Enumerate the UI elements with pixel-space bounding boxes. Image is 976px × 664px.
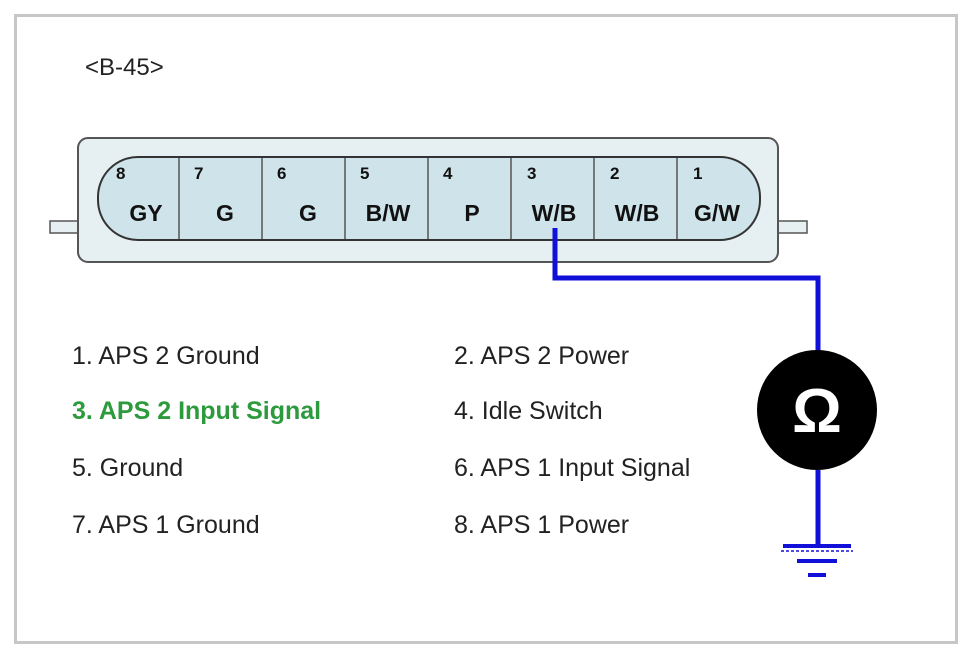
probe-wire-top — [552, 228, 821, 360]
legend-item-2: 2. APS 2 Power — [454, 342, 630, 370]
pin-3-number: 3 — [527, 164, 537, 183]
pin-1-color: G/W — [694, 200, 740, 226]
pin-3-color: W/B — [531, 200, 577, 226]
pin-7-number: 7 — [194, 164, 204, 183]
legend-item-1: 1. APS 2 Ground — [72, 342, 260, 370]
ground-icon — [781, 544, 853, 577]
connector-id-label: <B-45> — [85, 54, 164, 81]
legend-item-8: 8. APS 1 Power — [454, 511, 630, 539]
pin-5-color: B/W — [365, 200, 411, 226]
legend-item-7: 7. APS 1 Ground — [72, 511, 260, 539]
pin-4-number: 4 — [443, 164, 453, 183]
pin-1-number: 1 — [693, 164, 703, 183]
pin-8-color: GY — [129, 200, 163, 226]
ohm-symbol: Ω — [792, 377, 842, 446]
connector-right-tab — [774, 220, 808, 234]
pin-2-color: W/B — [614, 200, 660, 226]
pin-6-color: G — [299, 200, 317, 226]
legend-item-4: 4. Idle Switch — [454, 397, 603, 425]
pin-dividers — [178, 158, 678, 239]
ohmmeter-icon — [757, 350, 877, 470]
pin-6-number: 6 — [277, 164, 287, 183]
legend-item-5: 5. Ground — [72, 454, 184, 482]
legend-item-3-highlighted: 3. APS 2 Input Signal — [72, 397, 322, 425]
pin-7-color: G — [216, 200, 234, 226]
diagram-frame — [14, 14, 958, 644]
legend-item-6: 6. APS 1 Input Signal — [454, 454, 691, 482]
pin-8-number: 8 — [116, 164, 126, 183]
pin-4-color: P — [464, 200, 480, 226]
pin-5-number: 5 — [360, 164, 370, 183]
pin-2-number: 2 — [610, 164, 620, 183]
